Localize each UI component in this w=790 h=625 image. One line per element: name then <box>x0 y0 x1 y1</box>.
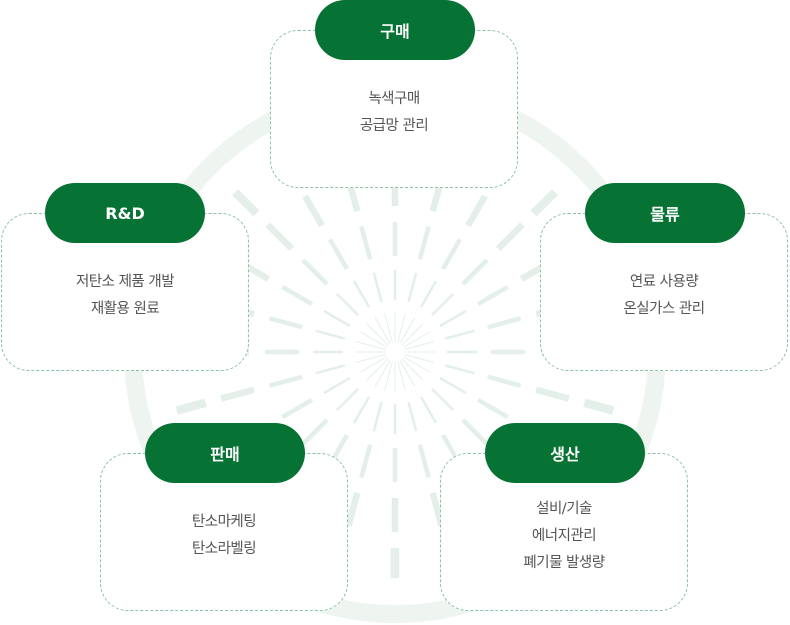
ray-dash <box>404 354 434 363</box>
ray-dash <box>323 376 351 395</box>
node-item: 온실가스 관리 <box>623 301 705 317</box>
node-item: 재활용 원료 <box>90 301 160 317</box>
ray-dash <box>345 492 361 527</box>
ray-dash <box>352 280 371 308</box>
ray-dash <box>487 316 522 330</box>
node-box-rnd: 저탄소 제품 개발 재활용 원료 <box>1 213 249 371</box>
ray-dash <box>281 398 313 419</box>
ray-dash <box>265 222 295 252</box>
ray-dash <box>439 376 467 395</box>
ray-dash <box>417 444 431 479</box>
ray-dash <box>417 225 431 260</box>
ray-dash <box>404 341 434 350</box>
node-title-sales: 판매 <box>145 423 305 483</box>
ray-dash <box>407 401 418 432</box>
ray-dash <box>315 364 346 375</box>
ray-dash <box>399 317 416 344</box>
ray-dash <box>430 387 454 411</box>
node-box-sales: 탄소마케팅 탄소라벨링 <box>100 453 348 611</box>
node-title-rnd: R&D <box>45 183 205 243</box>
ray-dash <box>399 360 416 387</box>
ray-dash <box>444 364 475 375</box>
ray-dash <box>384 361 393 391</box>
ray-dash <box>419 396 438 424</box>
ray-dash <box>175 398 207 415</box>
node-item: 폐기물 발생량 <box>523 554 605 571</box>
ray-dash <box>530 189 558 217</box>
ray-dash <box>441 238 462 270</box>
node-item: 설비/기술 <box>536 500 592 517</box>
ray-dash <box>356 341 386 350</box>
ray-dash <box>401 323 424 346</box>
ray-dash <box>315 329 346 340</box>
ray-dash <box>461 258 489 286</box>
ray-dash <box>323 309 351 328</box>
ray-dash <box>430 293 454 317</box>
ray-dash <box>535 386 570 402</box>
ray-dash <box>372 272 383 303</box>
ray-dash <box>397 361 406 391</box>
ray-dash <box>268 374 303 388</box>
ray-dash <box>477 285 509 306</box>
ray-dash <box>477 398 509 419</box>
ray-dash <box>281 285 313 306</box>
ray-dash <box>583 398 615 415</box>
ray-dash <box>360 356 387 373</box>
ray-dash <box>374 317 391 344</box>
node-item: 녹색구매 <box>368 91 420 107</box>
ray-dash <box>444 329 475 340</box>
ray-dash <box>372 401 383 432</box>
ray-dash <box>495 222 525 252</box>
ray-dash <box>461 418 489 446</box>
ray-dash <box>352 396 371 424</box>
ray-dash <box>487 374 522 388</box>
node-item: 탄소라벨링 <box>191 541 257 557</box>
ray-dash <box>403 331 430 348</box>
ray-dash <box>397 313 406 343</box>
ray-dash <box>336 293 360 317</box>
ray-dash <box>268 316 303 330</box>
node-title-production: 생산 <box>485 423 645 483</box>
node-title-logistics: 물류 <box>585 183 745 243</box>
ray-dash <box>328 238 349 270</box>
node-item: 탄소마케팅 <box>191 514 257 530</box>
ray-dash <box>366 358 389 381</box>
ray-dash <box>403 356 430 373</box>
ray-dash <box>359 444 373 479</box>
node-item: 연료 사용량 <box>629 274 699 290</box>
ray-dash <box>220 386 255 402</box>
ray-dash <box>336 387 360 411</box>
ray-dash <box>465 194 488 228</box>
ray-dash <box>384 313 393 343</box>
ray-dash <box>302 194 325 228</box>
ray-dash <box>360 331 387 348</box>
node-item: 저탄소 제품 개발 <box>75 274 175 290</box>
node-title-purchase: 구매 <box>315 0 475 60</box>
ray-dash <box>301 418 329 446</box>
ray-dash <box>301 258 329 286</box>
ray-dash <box>366 323 389 346</box>
ray-dash <box>232 189 260 217</box>
ray-dash <box>419 280 438 308</box>
ray-dash <box>356 354 386 363</box>
ray-dash <box>359 225 373 260</box>
node-item: 에너지관리 <box>531 527 597 544</box>
ray-dash <box>439 309 467 328</box>
ray-dash <box>374 360 391 387</box>
node-item: 공급망 관리 <box>359 118 429 134</box>
ray-dash <box>407 272 418 303</box>
ray-dash <box>401 358 424 381</box>
